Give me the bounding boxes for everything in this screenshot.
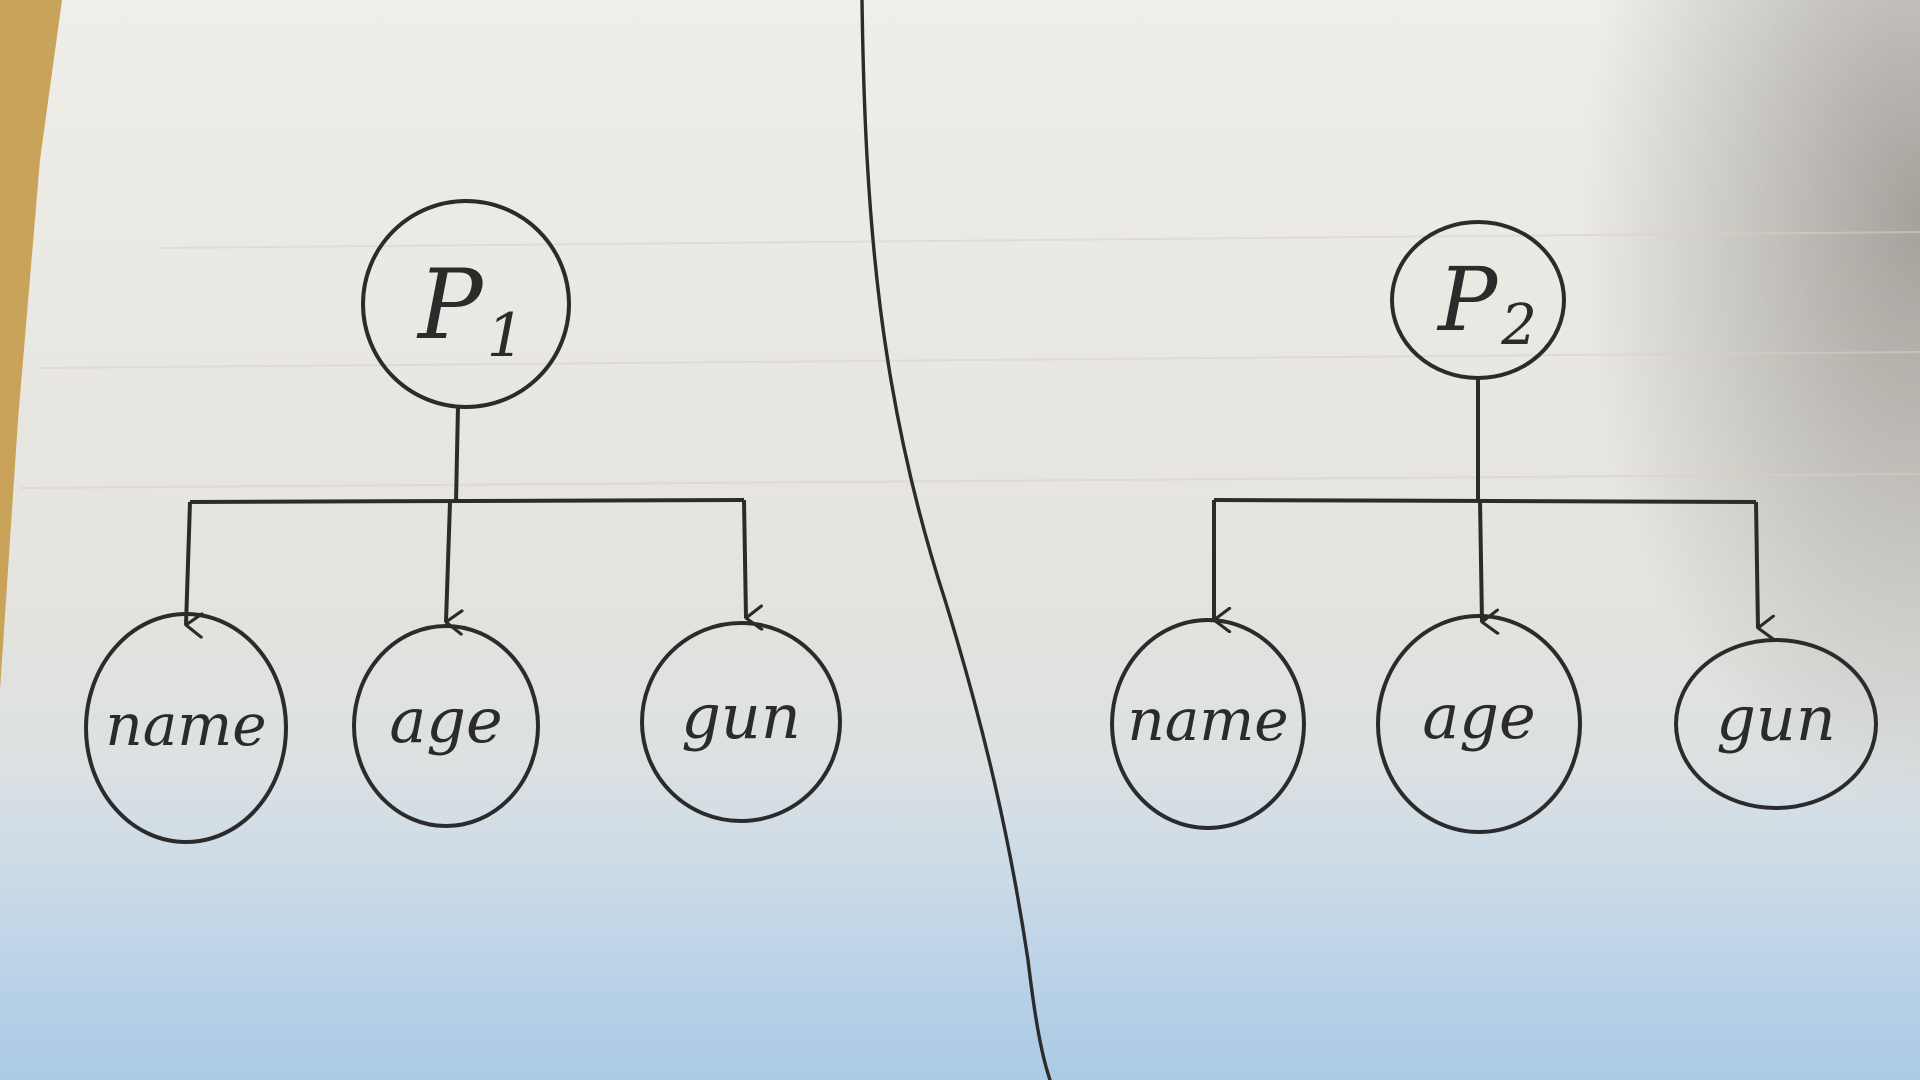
child-node <box>352 624 540 828</box>
child-label: age <box>389 684 502 757</box>
root-label: P2 <box>1436 248 1537 358</box>
child-label: gun <box>1716 682 1836 755</box>
child-label: name <box>1127 686 1288 754</box>
child-node <box>1376 614 1582 834</box>
tree-left: P1 name age gun <box>84 199 842 844</box>
child-node <box>84 612 288 844</box>
child-label: gun <box>681 680 801 753</box>
root-label: P1 <box>416 249 525 371</box>
right-shadow <box>1300 0 1920 1080</box>
root-node <box>361 199 571 409</box>
child-node <box>1110 618 1306 830</box>
paper-rules <box>19 231 1920 489</box>
child-node <box>640 621 842 823</box>
branch-bar <box>1213 498 1757 504</box>
child-label: name <box>105 691 266 759</box>
child-label: age <box>1422 680 1535 753</box>
divider-line <box>860 0 1052 1080</box>
trunk-line <box>454 405 460 503</box>
branch-bar <box>189 498 745 504</box>
arrow-right <box>742 499 746 618</box>
tree-right: P2 name age gun <box>1110 220 1878 834</box>
arrow-middle <box>1478 499 1482 622</box>
child-node <box>1674 638 1878 810</box>
arrow-middle <box>444 501 450 622</box>
arrow-left <box>184 501 190 625</box>
arrow-right <box>1754 501 1758 628</box>
